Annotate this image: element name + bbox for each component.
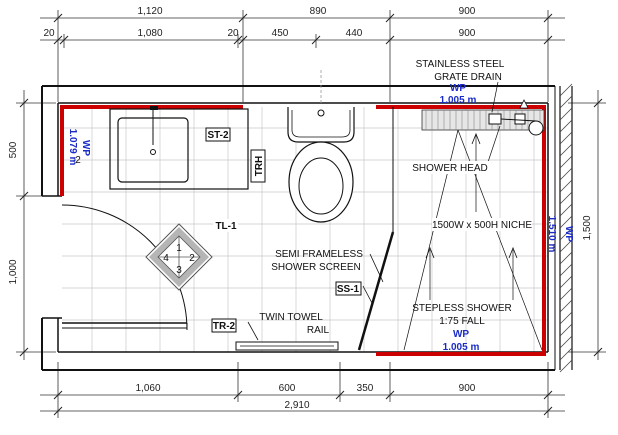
tile-number-2: 2: [189, 253, 195, 264]
shower-screen: [357, 107, 395, 351]
dim-left-500: 500: [8, 141, 19, 158]
wp-bottom-label: WP: [453, 329, 469, 340]
tile-number-4: 4: [163, 253, 169, 264]
right-wall-hatch: [554, 83, 573, 373]
dim-top2-450: 450: [272, 28, 289, 39]
toilet: [287, 70, 355, 223]
wp-right-height: 1.510 m: [546, 216, 557, 253]
dim-left-1000: 1,000: [8, 259, 19, 284]
dim-bottom-1060: 1,060: [135, 383, 160, 394]
st2-tag-box: [205, 127, 231, 142]
right-dimensions: [568, 90, 606, 360]
dim-top-1120: 1,120: [137, 6, 162, 17]
wp-left-height: 1.079 m: [67, 129, 78, 166]
wp-top-height: 1.005 m: [440, 95, 477, 106]
label-niche: 1500W x 500H NICHE: [432, 220, 532, 231]
label-shower-head: SHOWER HEAD: [412, 163, 488, 174]
dim-right-1500: 1,500: [582, 215, 593, 240]
niche-label-bg: [432, 218, 532, 231]
shower-head-icon: [488, 99, 544, 136]
ss1-tag-box: [335, 281, 362, 296]
label-towel-line1: TWIN TOWEL: [259, 312, 323, 323]
dim-top2-20a: 20: [43, 28, 55, 39]
wp-left-label: WP: [80, 140, 91, 156]
tag-ss1: SS-1: [337, 284, 360, 295]
trh-tag-box: [250, 149, 266, 183]
waterproof-membrane: [60, 105, 546, 356]
dim-top2-1080: 1,080: [137, 28, 162, 39]
tag-tl1: TL-1: [215, 221, 237, 232]
top-dimensions: [40, 10, 565, 102]
tag-tr2: TR-2: [213, 321, 236, 332]
dim-top-890: 890: [310, 6, 327, 17]
label-stepless-line1: STEPLESS SHOWER: [412, 303, 511, 314]
entry-door: [61, 204, 188, 331]
tile-number-3: 3: [176, 265, 182, 276]
tag-trh: TRH: [254, 156, 265, 177]
dim-bottom-900: 900: [459, 383, 476, 394]
label-stepless-line2: 1:75 FALL: [439, 316, 485, 327]
shower-head-label-bg: [411, 161, 489, 174]
dim-top2-440: 440: [346, 28, 363, 39]
tile-number-1: 1: [176, 243, 182, 254]
tile-layout-symbol: [145, 223, 213, 291]
dim-top-900: 900: [459, 6, 476, 17]
wp-left-sub: 2: [75, 155, 81, 166]
tl1-tag-box: [213, 219, 238, 232]
label-screen-line1: SEMI FRAMELESS: [275, 249, 363, 260]
twin-towel-rail: [235, 321, 339, 351]
dim-top2-900: 900: [459, 28, 476, 39]
wp-bottom-height: 1.005 m: [443, 342, 480, 353]
bottom-dimensions: [40, 362, 565, 418]
label-stainless-line1: STAINLESS STEEL: [416, 59, 505, 70]
left-dimensions: [16, 90, 56, 360]
dim-bottom-350: 350: [357, 383, 374, 394]
dim-top2-20b: 20: [227, 28, 239, 39]
tr2-tag-box: [211, 318, 237, 333]
wp-top-label: WP: [450, 83, 466, 94]
dim-bottom-600: 600: [279, 383, 296, 394]
dim-bottom-total: 2,910: [284, 400, 309, 411]
vanity-benchtop: [109, 106, 249, 190]
label-towel-line2: RAIL: [307, 325, 330, 336]
label-stainless-line2: GRATE DRAIN: [434, 72, 502, 83]
wp-right-label: WP: [563, 226, 574, 242]
tag-st2: ST-2: [207, 130, 229, 141]
label-screen-line2: SHOWER SCREEN: [271, 262, 360, 273]
